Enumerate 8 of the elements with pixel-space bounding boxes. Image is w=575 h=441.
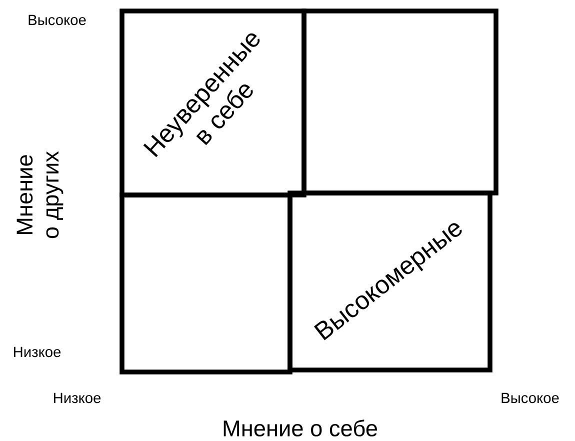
axis-title: Мнение о других [16, 151, 64, 238]
quadrant-box [302, 8, 498, 196]
scale-label: Низкое [54, 392, 101, 404]
scale-label: Низкое [14, 346, 61, 358]
quadrant-box [120, 192, 292, 374]
axis-title: Мнение о себе [224, 420, 378, 436]
scale-label: Высокое [28, 14, 86, 26]
scale-label: Высокое [502, 392, 559, 404]
